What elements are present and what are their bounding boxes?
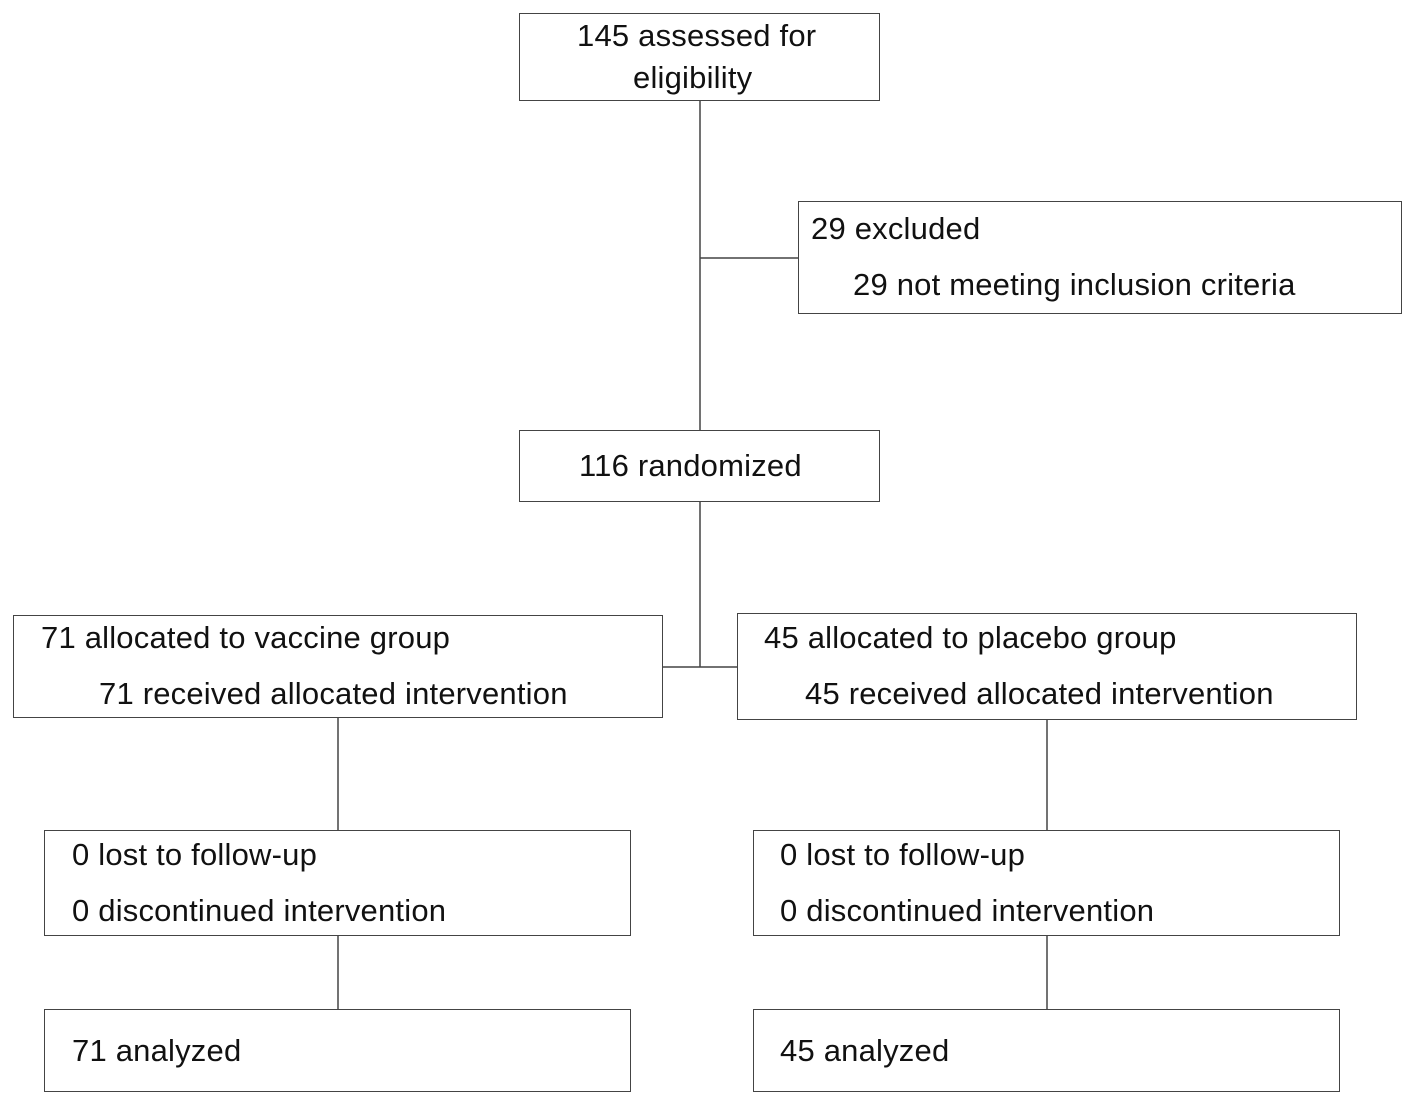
vaccine-allocated-text: 71 allocated to vaccine group bbox=[41, 620, 451, 655]
assessed-text-line2: eligibility bbox=[633, 60, 753, 95]
vaccine-analyzed-text: 71 analyzed bbox=[72, 1033, 242, 1068]
vaccine-received-text: 71 received allocated intervention bbox=[99, 676, 568, 711]
placebo-analyzed-box bbox=[753, 1009, 1340, 1092]
placebo-discontinued-text: 0 discontinued intervention bbox=[780, 893, 1155, 928]
assessed-text-line1: 145 assessed for bbox=[577, 18, 817, 53]
excluded-title: 29 excluded bbox=[811, 211, 981, 246]
placebo-lost-text: 0 lost to follow-up bbox=[780, 837, 1026, 872]
placebo-received-text: 45 received allocated intervention bbox=[805, 676, 1274, 711]
excluded-detail: 29 not meeting inclusion criteria bbox=[853, 267, 1296, 302]
vaccine-lost-text: 0 lost to follow-up bbox=[72, 837, 318, 872]
randomized-box bbox=[519, 430, 880, 502]
randomized-text: 116 randomized bbox=[579, 448, 802, 483]
placebo-allocation-box bbox=[737, 613, 1357, 720]
assessed-box bbox=[519, 13, 880, 101]
placebo-followup-box bbox=[753, 830, 1340, 936]
vaccine-allocation-box bbox=[13, 615, 663, 718]
vaccine-discontinued-text: 0 discontinued intervention bbox=[72, 893, 447, 928]
vaccine-analyzed-box bbox=[44, 1009, 631, 1092]
placebo-analyzed-text: 45 analyzed bbox=[780, 1033, 950, 1068]
excluded-box bbox=[798, 201, 1402, 314]
vaccine-followup-box bbox=[44, 830, 631, 936]
placebo-allocated-text: 45 allocated to placebo group bbox=[764, 620, 1177, 655]
